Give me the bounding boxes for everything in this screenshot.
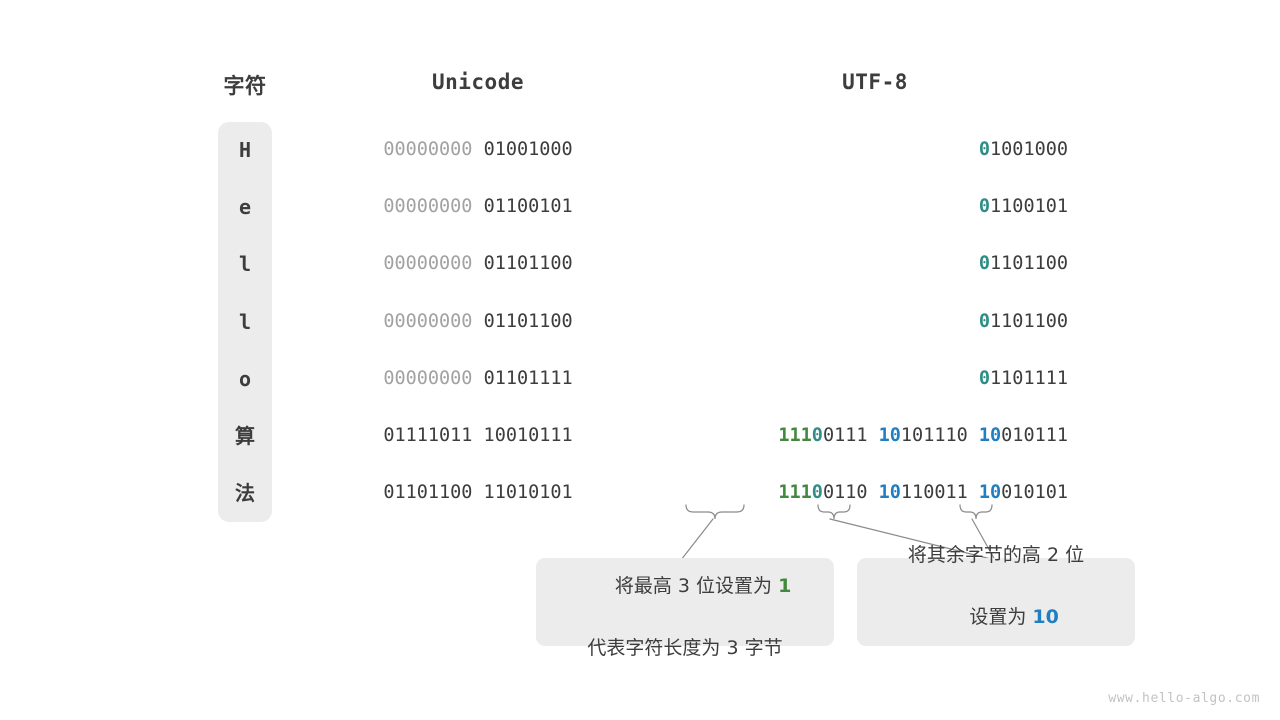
utf8-payload-bits: 010111 bbox=[1001, 425, 1068, 446]
utf8-prefix-terminator-bit: 0 bbox=[811, 425, 823, 446]
utf8-payload-bits: 010101 bbox=[1001, 482, 1068, 504]
unicode-main-bytes: 01101111 bbox=[483, 367, 573, 389]
utf8-prefix-bits: 0 bbox=[978, 139, 991, 160]
utf8-payload-bits: 1101111 bbox=[990, 367, 1068, 389]
character-cell: l bbox=[238, 252, 252, 277]
unicode-dim-byte: 00000000 bbox=[383, 253, 484, 275]
callout-1-highlight: 1 bbox=[778, 575, 792, 597]
column-header-utf8: UTF-8 bbox=[842, 70, 908, 94]
utf8-payload-bits: 1001000 bbox=[990, 139, 1068, 160]
utf8-cell: 01101100 bbox=[0, 251, 1068, 277]
utf8-payload-bits: 0111 bbox=[822, 425, 868, 446]
utf8-prefix-bits: 10 bbox=[878, 482, 901, 504]
watermark: www.hello-algo.com bbox=[1108, 691, 1260, 706]
character-column-panel bbox=[218, 122, 272, 522]
byte-separator bbox=[868, 425, 879, 446]
utf8-payload-bits: 101110 bbox=[900, 425, 968, 446]
callout-2-line-1: 将其余字节的高 2 位 bbox=[907, 544, 1085, 566]
unicode-main-bytes: 01100101 bbox=[483, 196, 573, 218]
utf8-prefix-bits: 0 bbox=[978, 253, 991, 275]
utf8-payload-bits: 1100101 bbox=[990, 196, 1068, 218]
utf8-cell: 01101111 bbox=[0, 366, 1068, 392]
unicode-cell: 00000000 01101100 bbox=[233, 251, 723, 277]
utf8-prefix-bits: 111 bbox=[778, 425, 812, 446]
unicode-cell: 00000000 01101111 bbox=[233, 366, 723, 392]
utf8-cell: 11100110 10110011 10010101 bbox=[0, 480, 1068, 506]
utf8-prefix-bits: 111 bbox=[778, 482, 812, 504]
utf8-prefix-terminator-bit: 0 bbox=[811, 482, 823, 504]
utf8-payload-bits: 1101100 bbox=[990, 253, 1068, 275]
unicode-main-bytes: 01101100 bbox=[483, 253, 573, 275]
utf8-prefix-bits: 10 bbox=[978, 425, 1002, 446]
utf8-prefix-bits: 0 bbox=[978, 196, 991, 218]
character-cell: e bbox=[238, 195, 252, 220]
utf8-cell: 11100111 10101110 10010111 bbox=[0, 423, 1068, 449]
unicode-main-bytes: 01101100 11010101 bbox=[383, 482, 573, 504]
callout-1-line-1-text: 将最高 3 位设置为 bbox=[614, 575, 779, 597]
utf8-payload-bits: 1101100 bbox=[990, 310, 1068, 332]
callout-continuation-bits: 将其余字节的高 2 位 设置为 10 bbox=[857, 544, 1135, 646]
unicode-cell: 01111011 10010111 bbox=[233, 423, 723, 449]
callout-1-line-2: 代表字符长度为 3 字节 bbox=[587, 637, 783, 659]
unicode-main-bytes: 01001000 bbox=[483, 139, 573, 160]
unicode-cell: 00000000 01100101 bbox=[233, 194, 723, 220]
unicode-dim-byte: 00000000 bbox=[383, 367, 484, 389]
utf8-payload-bits: 0110 bbox=[822, 482, 868, 504]
unicode-main-bytes: 01111011 10010111 bbox=[383, 425, 573, 446]
character-cell: 法 bbox=[235, 481, 255, 506]
unicode-main-bytes: 01101100 bbox=[483, 310, 573, 332]
callout-2-highlight: 10 bbox=[1032, 606, 1059, 628]
unicode-dim-byte: 00000000 bbox=[383, 310, 484, 332]
byte-separator bbox=[868, 482, 879, 503]
unicode-dim-byte: 00000000 bbox=[383, 196, 484, 218]
utf8-prefix-bits: 10 bbox=[878, 425, 901, 446]
callout-2-line-2-text: 设置为 bbox=[969, 606, 1033, 628]
utf8-cell: 01001000 bbox=[0, 137, 1068, 163]
column-header-character: 字符 bbox=[223, 74, 267, 98]
utf8-payload-bits: 110011 bbox=[900, 482, 968, 504]
character-cell: l bbox=[238, 309, 252, 334]
utf8-prefix-bits: 10 bbox=[978, 482, 1002, 504]
character-cell: o bbox=[238, 366, 252, 391]
utf8-cell: 01101100 bbox=[0, 309, 1068, 335]
unicode-cell: 00000000 01101100 bbox=[233, 309, 723, 335]
utf8-prefix-bits: 0 bbox=[978, 310, 991, 332]
byte-separator bbox=[968, 482, 979, 503]
character-cell: 算 bbox=[235, 424, 255, 448]
column-header-unicode: Unicode bbox=[431, 70, 524, 94]
callout-1-line-1: 将最高 3 位设置为 1 bbox=[579, 540, 792, 633]
utf8-prefix-bits: 0 bbox=[978, 367, 991, 389]
unicode-cell: 00000000 01001000 bbox=[233, 137, 723, 163]
character-cell: H bbox=[238, 138, 252, 162]
callout-2-line-2: 设置为 10 bbox=[933, 571, 1059, 664]
callout-leading-bits: 将最高 3 位设置为 1 代表字符长度为 3 字节 bbox=[536, 558, 834, 659]
byte-separator bbox=[968, 425, 979, 446]
unicode-dim-byte: 00000000 bbox=[383, 139, 484, 160]
utf8-cell: 01100101 bbox=[0, 194, 1068, 220]
unicode-cell: 01101100 11010101 bbox=[233, 480, 723, 506]
